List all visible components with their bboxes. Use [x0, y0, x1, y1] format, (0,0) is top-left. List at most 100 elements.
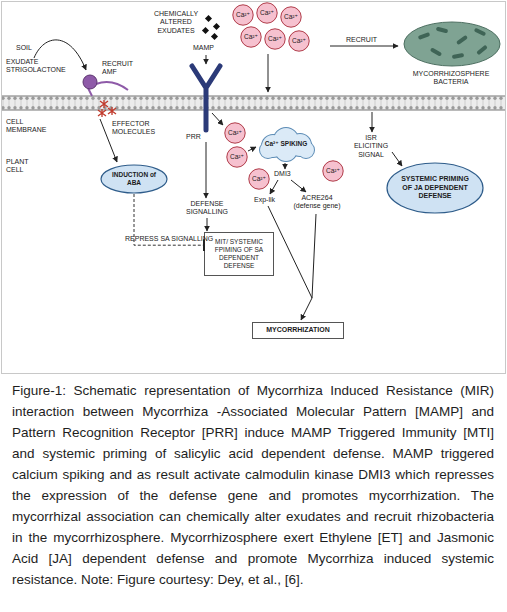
ellipse-outline	[387, 163, 483, 213]
calcium-ion: Ca²⁺	[224, 122, 246, 144]
exudate-arrow	[34, 40, 86, 70]
membrane-label: CELL MEMBRANE	[6, 118, 50, 135]
node-body: Ca²⁺ SPIKING	[265, 140, 307, 148]
node-body: Ca²⁺	[292, 37, 306, 45]
node-text: Ca²⁺	[292, 37, 306, 45]
calcium-ion: Ca²⁺	[240, 26, 262, 48]
connector-label: REPRESS SA SIGNALLING	[125, 235, 213, 243]
kinase-label: DMI3	[274, 170, 298, 178]
node-body: SYSTEMIC PRIMING OF JA DEPENDENT DEFENSE	[398, 175, 472, 200]
receptor-symbol	[192, 66, 220, 130]
signal-arrow	[206, 142, 207, 198]
recruit-arrow	[330, 46, 398, 47]
figure-border	[2, 2, 506, 374]
bacterium	[456, 35, 468, 45]
ion-circle	[249, 169, 269, 189]
pattern-label: MAMP	[193, 44, 223, 52]
recruit-label: RECRUIT	[346, 36, 386, 44]
ion-circle	[281, 7, 301, 27]
membrane-line	[2, 109, 505, 110]
node-body: Ca²⁺	[228, 129, 242, 137]
membrane-line	[2, 95, 505, 96]
node-body: Ca²⁺	[268, 35, 282, 43]
ion-circle	[265, 29, 285, 49]
effector-star	[98, 109, 106, 117]
calcium-ion: Ca²⁺	[264, 28, 286, 50]
gene-label: ACRE264 (defense gene)	[292, 194, 342, 211]
defense-ellipse: SYSTEMIC PRIMING OF JA DEPENDENT DEFENSE	[386, 162, 484, 214]
node-text: Ca²⁺	[252, 175, 266, 183]
effector-stars	[98, 100, 116, 117]
receptor-label: PRR	[186, 133, 206, 141]
cloud-outline	[260, 128, 314, 161]
node-text: INDUCTION of ABA	[106, 171, 162, 187]
node-body: Ca²⁺	[244, 33, 258, 41]
box-outline	[205, 233, 274, 276]
exudate-particle	[211, 33, 218, 40]
bacterium	[452, 53, 465, 59]
ion-circle	[257, 3, 277, 23]
signal-arrow	[301, 298, 312, 320]
node-text: Ca²⁺	[236, 11, 250, 19]
exudate-label: CHEMICALLY ALTERED EXUDATES	[150, 10, 202, 35]
node-body: INDUCTION of ABA	[106, 171, 162, 187]
exudate-particles	[202, 15, 220, 40]
converging-lines	[268, 206, 316, 298]
effector-label: EFFECTOR MOLECULES	[112, 120, 164, 137]
amf-spore	[83, 75, 97, 89]
bacterium	[436, 27, 449, 34]
calcium-ion: Ca²⁺	[256, 2, 278, 24]
box-outline	[253, 323, 344, 339]
node-text: Ca²⁺	[268, 35, 282, 43]
ion-circle	[225, 123, 245, 143]
connector-layer	[0, 0, 507, 375]
hormone-ellipse: INDUCTION of ABA	[100, 164, 168, 194]
node-text: Ca²⁺	[244, 33, 258, 41]
node-text: MIT/ SYSTEMIC FPIMING OF SA DEPENDENT DE…	[207, 238, 271, 269]
node-text: Ca²⁺	[326, 167, 340, 175]
node-text: SYSTEMIC PRIMING OF JA DEPENDENT DEFENSE	[398, 175, 472, 200]
lipid-bilayer	[2, 96, 505, 110]
bacterium	[476, 45, 488, 56]
bacteria-cluster	[404, 22, 500, 66]
node-text: Ca²⁺	[260, 9, 274, 17]
ellipse-outline	[101, 165, 167, 193]
calcium-arrow	[248, 147, 256, 151]
bacterium	[430, 47, 442, 56]
exudate-particle	[202, 27, 209, 34]
node-body: Ca²⁺	[284, 13, 298, 21]
node-text: MYCORRHIZATION	[266, 326, 330, 334]
gene-label: Exp-lik	[254, 196, 286, 204]
figure-caption: Figure-1: Schematic representation of My…	[12, 380, 494, 590]
node-body: Ca²⁺	[260, 9, 274, 17]
signal-label: ISR ELICITING SIGNAL	[348, 134, 394, 159]
ion-circle	[323, 161, 343, 181]
node-text: Ca²⁺	[230, 153, 244, 161]
cell-label: PLANT CELL	[6, 158, 38, 175]
signal-arrow	[285, 163, 286, 169]
calcium-arrow	[268, 54, 269, 92]
calcium-ion: Ca²⁺	[280, 6, 302, 28]
signal-arrow	[392, 152, 402, 166]
node-body: Ca²⁺	[326, 167, 340, 175]
node-body: MIT/ SYSTEMIC FPIMING OF SA DEPENDENT DE…	[207, 238, 271, 269]
ion-circle	[227, 147, 247, 167]
calcium-ion: Ca²⁺	[322, 160, 344, 182]
exudate-label: EXUDATE STRIGOLACTONE	[6, 58, 72, 75]
calcium-ion: Ca²⁺	[288, 30, 310, 52]
outcome-box: MYCORRHIZATION	[252, 322, 344, 339]
exudate-particle	[205, 15, 212, 22]
ion-circle	[289, 31, 309, 51]
exudate-particle	[213, 23, 220, 30]
fungal-hypha	[96, 82, 128, 90]
ion-circle	[241, 27, 261, 47]
bacterium	[418, 32, 431, 40]
defense-box: MIT/ SYSTEMIC FPIMING OF SA DEPENDENT DE…	[204, 232, 274, 276]
repression-connector	[134, 194, 204, 245]
node-body: Ca²⁺	[236, 11, 250, 19]
node-body: MYCORRHIZATION	[266, 326, 330, 334]
node-body: Ca²⁺	[252, 175, 266, 183]
signal-arrow	[207, 218, 208, 231]
signal-arrow	[270, 180, 278, 194]
signal-arrow	[291, 180, 306, 192]
